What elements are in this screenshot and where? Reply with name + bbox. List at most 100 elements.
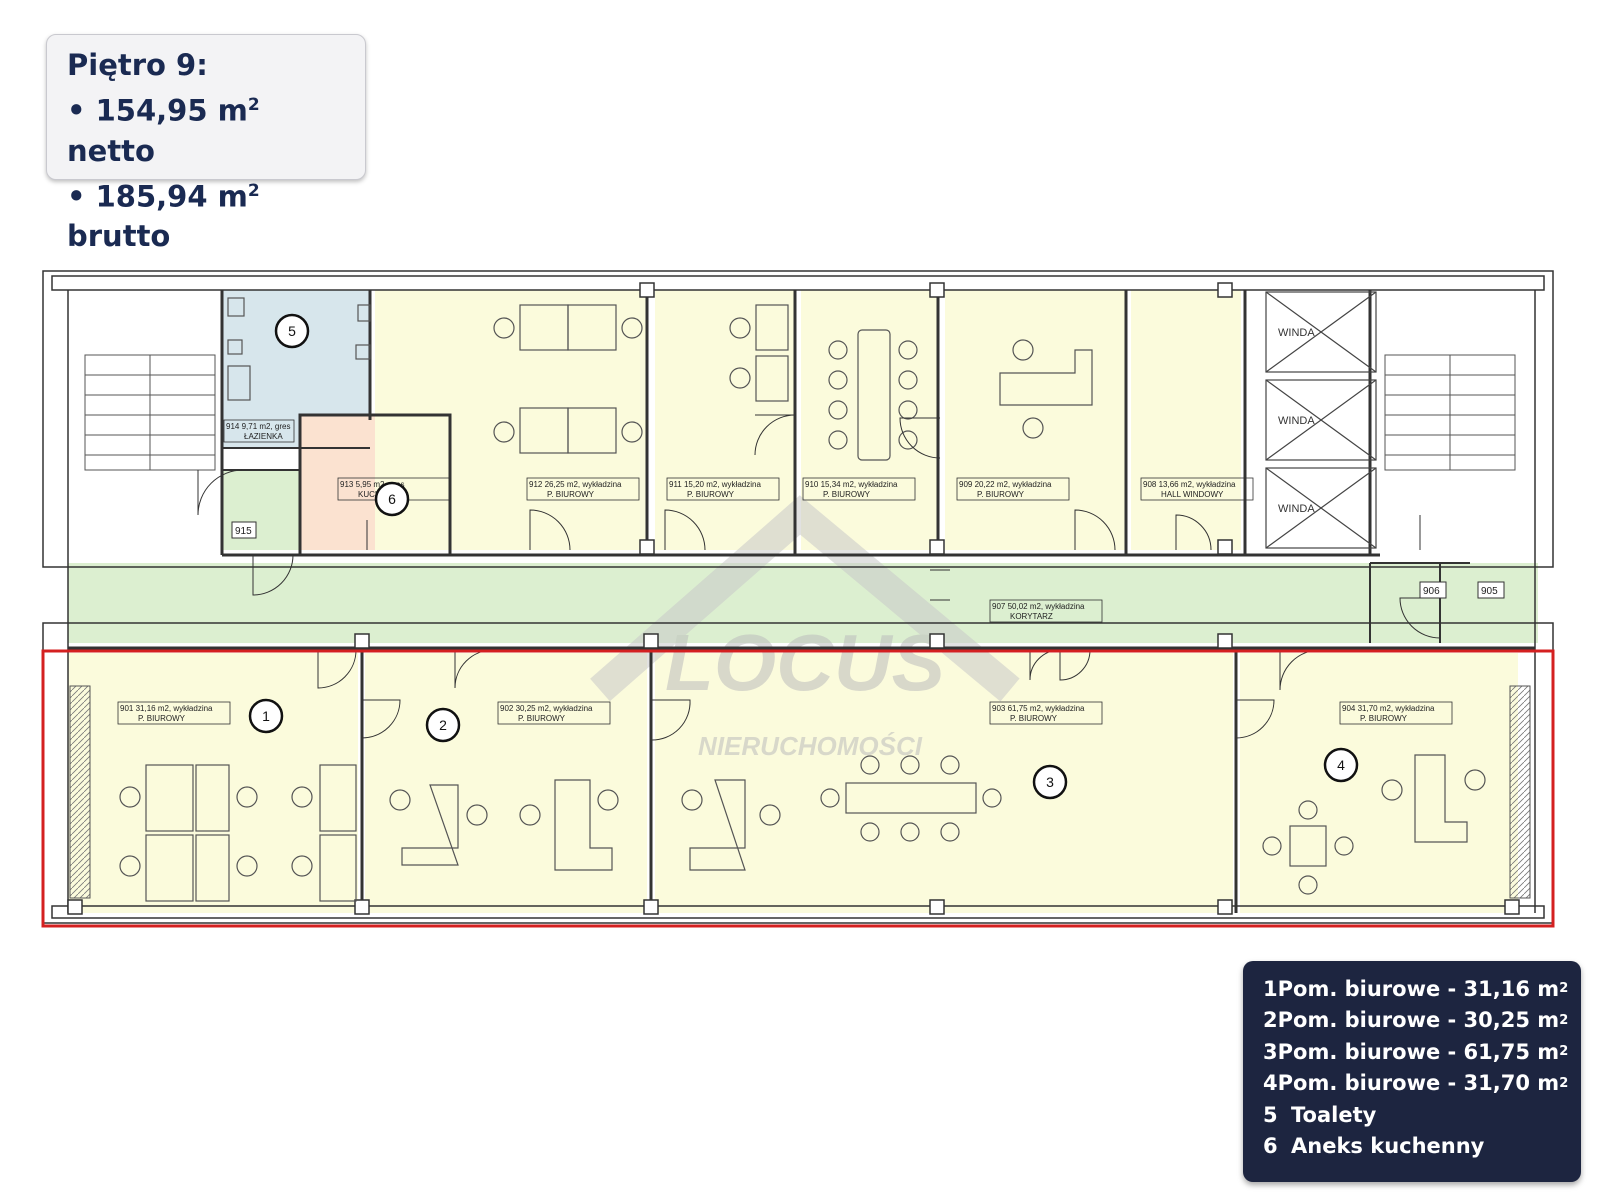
- legend-number: 6: [1263, 1134, 1278, 1159]
- watermark-brand: LOCUS: [665, 618, 945, 707]
- room-label-type: KORYTARZ: [1010, 612, 1053, 621]
- legend-text: Toalety: [1291, 1102, 1377, 1127]
- room-label-type: P. BIUROWY: [1010, 714, 1058, 723]
- room-label-area: 903 61,75 m2, wykładzina: [992, 704, 1085, 713]
- window-left: [69, 685, 91, 899]
- gross-area: • 185,94 m2 brutto: [67, 171, 345, 257]
- net-area-sup: 2: [247, 95, 260, 115]
- room-marker-label: 3: [1046, 774, 1054, 790]
- office-904: [1240, 653, 1518, 913]
- room-label-area: 912 26,25 m2, wykładzina: [529, 480, 622, 489]
- legend-text: Aneks kuchenny: [1291, 1134, 1485, 1159]
- legend-text: Pom. biurowe - 61,75 m: [1277, 1039, 1560, 1064]
- watermark-logo: LOCUS NIERUCHOMOŚCI: [590, 495, 1020, 761]
- elevator-label-3: WINDA: [1278, 503, 1315, 515]
- code-905: 905: [1481, 586, 1498, 597]
- room-label-area: 902 30,25 m2, wykładzina: [500, 704, 593, 713]
- room-label-area: 910 15,34 m2, wykładzina: [805, 480, 898, 489]
- gross-area-sup: 2: [247, 180, 260, 201]
- room-label-type: P. BIUROWY: [138, 714, 186, 723]
- legend-sup: 2: [1559, 1075, 1569, 1091]
- code-915: 915: [235, 526, 252, 537]
- gross-area-label: brutto: [67, 219, 171, 254]
- room-label-area: 904 31,70 m2, wykładzina: [1342, 704, 1435, 713]
- office-910: [801, 290, 938, 550]
- legend-text: Pom. biurowe - 30,25 m: [1277, 1008, 1560, 1033]
- legend-sup: 2: [1559, 981, 1569, 997]
- elevator-label-1: WINDA: [1278, 327, 1315, 339]
- gross-area-value: • 185,94 m: [67, 179, 248, 214]
- hall-908: [1131, 290, 1241, 550]
- code-906: 906: [1423, 586, 1440, 597]
- legend-sup: 2: [1559, 1012, 1569, 1028]
- legend-number: 1: [1263, 976, 1278, 1001]
- staircase-left: [84, 354, 216, 471]
- furniture: [119, 297, 1486, 902]
- legend-text: Pom. biurowe - 31,70 m: [1277, 1071, 1560, 1096]
- room-marker-5: [274, 313, 310, 349]
- room-label-type: P. BIUROWY: [977, 490, 1025, 499]
- room-fills: [68, 290, 1538, 913]
- structural-columns: [67, 282, 1520, 915]
- room-marker-label: 2: [439, 717, 447, 733]
- room-label-area: 911 15,20 m2, wykładzina: [669, 480, 761, 489]
- legend-text: Pom. biurowe - 31,16 m: [1277, 976, 1560, 1001]
- room-label-area: 908 13,66 m2, wykładzina: [1143, 480, 1236, 489]
- legend-item: 6 Aneks kuchenny: [1263, 1131, 1565, 1163]
- room-label-type: ŁAZIENKA: [244, 432, 283, 441]
- net-area-value: • 154,95 m: [67, 93, 248, 128]
- legend-number: 3: [1263, 1039, 1278, 1064]
- legend-item: 5 Toalety: [1263, 1099, 1565, 1131]
- elevators: [1265, 291, 1377, 549]
- office-901: [68, 653, 358, 913]
- window-right: [1509, 685, 1531, 899]
- room-marker-1: [248, 698, 284, 734]
- net-area-label: netto: [67, 133, 155, 168]
- highlighted-offer-area: [41, 649, 1555, 928]
- legend-sup: 2: [1559, 1044, 1569, 1060]
- floor-summary-card: Piętro 9: • 154,95 m2 netto • 185,94 m2 …: [46, 34, 366, 253]
- room-marker-label: 1: [262, 708, 270, 724]
- floor-title: Piętro 9:: [67, 48, 208, 82]
- room-label-area: 907 50,02 m2, wykładzina: [992, 602, 1085, 611]
- elevator-label-2: WINDA: [1278, 415, 1315, 427]
- staircase-right: [1384, 354, 1516, 471]
- room-marker-label: 5: [288, 323, 296, 339]
- room-label-area: 901 31,16 m2, wykładzina: [120, 704, 213, 713]
- room-label-area: 909 20,22 m2, wykładzina: [959, 480, 1052, 489]
- legend-number: 5: [1263, 1102, 1278, 1127]
- office-912: [375, 290, 647, 550]
- room-marker-2: [425, 707, 461, 743]
- room-label-type: P. BIUROWY: [518, 714, 566, 723]
- room-marker-3: [1032, 764, 1068, 800]
- room-marker-6: [374, 481, 410, 517]
- legend-number: 4: [1263, 1071, 1278, 1096]
- room-label-type: P. BIUROWY: [687, 490, 735, 499]
- watermark-subtitle: NIERUCHOMOŚCI: [698, 731, 923, 761]
- office-911: [655, 290, 795, 550]
- legend-number: 2: [1263, 1008, 1278, 1033]
- room-label-area: 913 5,95 m2, gres: [340, 480, 404, 489]
- room-label-type: P. BIUROWY: [823, 490, 871, 499]
- room-label-area: 914 9,71 m2, gres: [226, 422, 290, 431]
- net-area: • 154,95 m2 netto: [67, 85, 345, 171]
- room-marker-label: 4: [1337, 757, 1345, 773]
- room-marker-4: [1323, 747, 1359, 783]
